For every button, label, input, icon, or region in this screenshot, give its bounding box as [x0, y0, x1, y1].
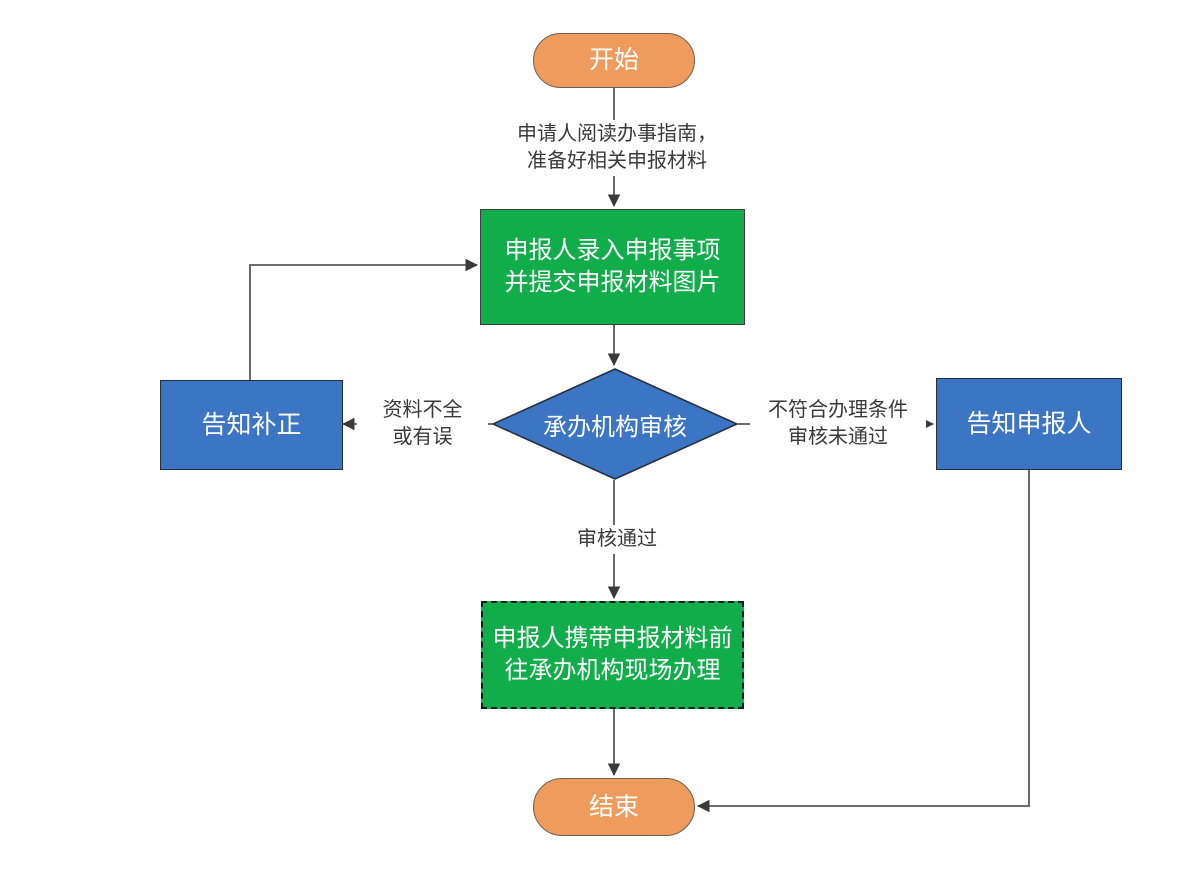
edge-label-review-to-notify-correction: 资料不全 或有误	[357, 396, 488, 452]
node-notify-correction[interactable]: 告知补正	[160, 380, 343, 470]
node-notify-applicant[interactable]: 告知申报人	[936, 378, 1122, 470]
node-onsite-processing[interactable]: 申报人携带申报材料前 往承办机构现场办理	[481, 601, 744, 709]
node-submit-declaration-label: 申报人录入申报事项 并提交申报材料图片	[504, 237, 721, 296]
edge-label-review-to-onsite: 审核通过	[548, 525, 686, 554]
node-notify-applicant-label: 告知申报人	[966, 409, 1092, 438]
node-start-label: 开始	[588, 46, 639, 74]
node-onsite-processing-label: 申报人携带申报材料前 往承办机构现场办理	[492, 625, 733, 684]
decision-diamond-shape	[492, 368, 738, 480]
node-submit-declaration[interactable]: 申报人录入申报事项 并提交申报材料图片	[480, 209, 745, 325]
edge-label-review-to-notify-applicant: 不符合办理条件 审核未通过	[750, 396, 926, 452]
node-notify-correction-label: 告知补正	[201, 410, 302, 439]
node-end[interactable]: 结束	[533, 778, 695, 836]
node-review-decision[interactable]: 承办机构审核	[492, 368, 738, 480]
edge-label-start-to-submit: 申请人阅读办事指南， 准备好相关申报材料	[489, 120, 745, 176]
node-end-label: 结束	[588, 792, 639, 821]
node-start[interactable]: 开始	[533, 33, 695, 88]
edge-notify-correction-to-submit	[249, 258, 479, 380]
edge-notify-applicant-to-end	[696, 470, 1030, 813]
